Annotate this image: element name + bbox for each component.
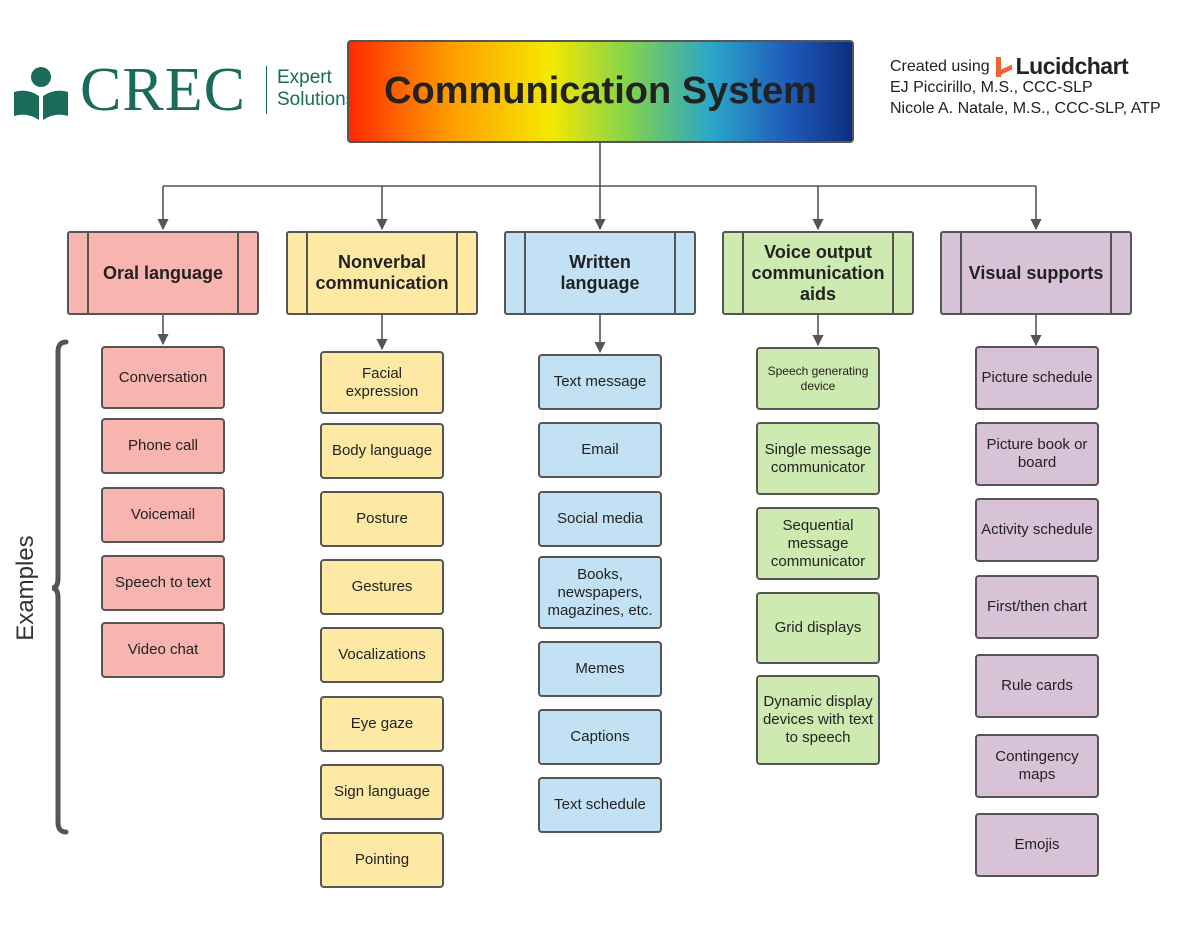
category-nonverbal-communication: Nonverbal communication: [286, 231, 478, 315]
example-posture: Posture: [320, 491, 444, 547]
example-sign-language: Sign language: [320, 764, 444, 820]
example-pointing: Pointing: [320, 832, 444, 888]
example-email: Email: [538, 422, 662, 478]
credits: Created using Lucidchart EJ Piccirillo, …: [890, 53, 1161, 119]
crec-reader-icon: [14, 67, 68, 120]
logo-name: CREC: [80, 56, 246, 124]
example-captions: Captions: [538, 709, 662, 765]
logo-subtitle-line2: Solutions: [277, 89, 356, 110]
example-gestures: Gestures: [320, 559, 444, 615]
category-visual-supports: Visual supports: [940, 231, 1132, 315]
lucidchart-icon: [995, 56, 1012, 77]
lucidchart-logo: Lucidchart: [995, 53, 1129, 79]
example-body-language: Body language: [320, 423, 444, 479]
example-first-then-chart: First/then chart: [975, 575, 1099, 639]
root-node: Communication System: [347, 40, 854, 143]
example-memes: Memes: [538, 641, 662, 697]
examples-label: Examples: [12, 535, 39, 641]
category-oral-language: Oral language: [67, 231, 259, 315]
example-grid-displays: Grid displays: [756, 592, 880, 664]
example-emojis: Emojis: [975, 813, 1099, 877]
example-text-schedule: Text schedule: [538, 777, 662, 833]
example-single-message-communicator: Single message communicator: [756, 422, 880, 495]
examples-brace: [51, 339, 69, 835]
diagram-title: Communication System: [384, 70, 817, 112]
author-1: EJ Piccirillo, M.S., CCC-SLP: [890, 79, 1093, 96]
example-speech-generating-device: Speech generating device: [756, 347, 880, 410]
crec-logo: CREC Expert Solutions: [12, 56, 355, 124]
example-phone-call: Phone call: [101, 418, 225, 474]
example-voicemail: Voicemail: [101, 487, 225, 543]
logo-subtitle: Expert Solutions: [277, 67, 355, 111]
example-picture-book-or-board: Picture book or board: [975, 422, 1099, 486]
category-voice-output-communication-aids: Voice output communication aids: [722, 231, 914, 315]
example-activity-schedule: Activity schedule: [975, 498, 1099, 562]
example-facial-expression: Facial expression: [320, 351, 444, 414]
author-2: Nicole A. Natale, M.S., CCC-SLP, ATP: [890, 100, 1161, 117]
example-contingency-maps: Contingency maps: [975, 734, 1099, 798]
example-sequential-message-communicator: Sequential message communicator: [756, 507, 880, 580]
created-using-text: Created using: [890, 58, 990, 75]
logo-divider: [266, 66, 267, 114]
example-video-chat: Video chat: [101, 622, 225, 678]
example-eye-gaze: Eye gaze: [320, 696, 444, 752]
example-speech-to-text: Speech to text: [101, 555, 225, 611]
example-books-newspapers: Books, newspapers, magazines, etc.: [538, 556, 662, 629]
lucidchart-name: Lucidchart: [1015, 53, 1129, 79]
logo-subtitle-line1: Expert: [277, 67, 332, 88]
example-conversation: Conversation: [101, 346, 225, 409]
example-text-message: Text message: [538, 354, 662, 410]
category-written-language: Written language: [504, 231, 696, 315]
example-dynamic-display-devices: Dynamic display devices with text to spe…: [756, 675, 880, 765]
example-vocalizations: Vocalizations: [320, 627, 444, 683]
example-rule-cards: Rule cards: [975, 654, 1099, 718]
example-social-media: Social media: [538, 491, 662, 547]
example-picture-schedule: Picture schedule: [975, 346, 1099, 410]
